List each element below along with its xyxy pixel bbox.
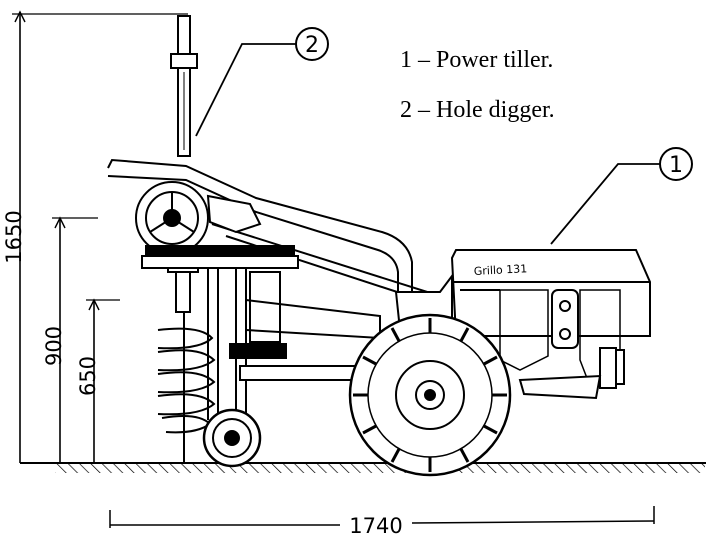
tiller-badge: Grillo 131 <box>473 262 527 278</box>
dimension-wheel-height: 650 <box>76 298 120 463</box>
legend-item-power-tiller: 1 – Power tiller. <box>400 47 553 73</box>
dimension-length: 1740 <box>109 506 655 538</box>
dimension-label-1740: 1740 <box>349 514 402 536</box>
dimension-total-height: 1650 <box>2 10 188 463</box>
dimension-label-900: 900 <box>42 326 66 366</box>
power-tiller <box>107 158 651 477</box>
dimension-label-1650: 1650 <box>2 210 26 263</box>
callout-1: 1 <box>550 147 693 245</box>
ground <box>20 462 706 473</box>
callout-1-number: 1 <box>669 153 683 178</box>
legend: 1 – Power tiller. 2 – Hole digger. <box>400 47 555 123</box>
callout-2-number: 2 <box>305 33 319 58</box>
legend-item-hole-digger: 2 – Hole digger. <box>400 97 555 123</box>
callout-2: 2 <box>195 27 329 137</box>
tyre-treads <box>353 318 507 472</box>
dimension-frame-height: 900 <box>42 216 98 463</box>
dimension-label-650: 650 <box>76 356 100 396</box>
